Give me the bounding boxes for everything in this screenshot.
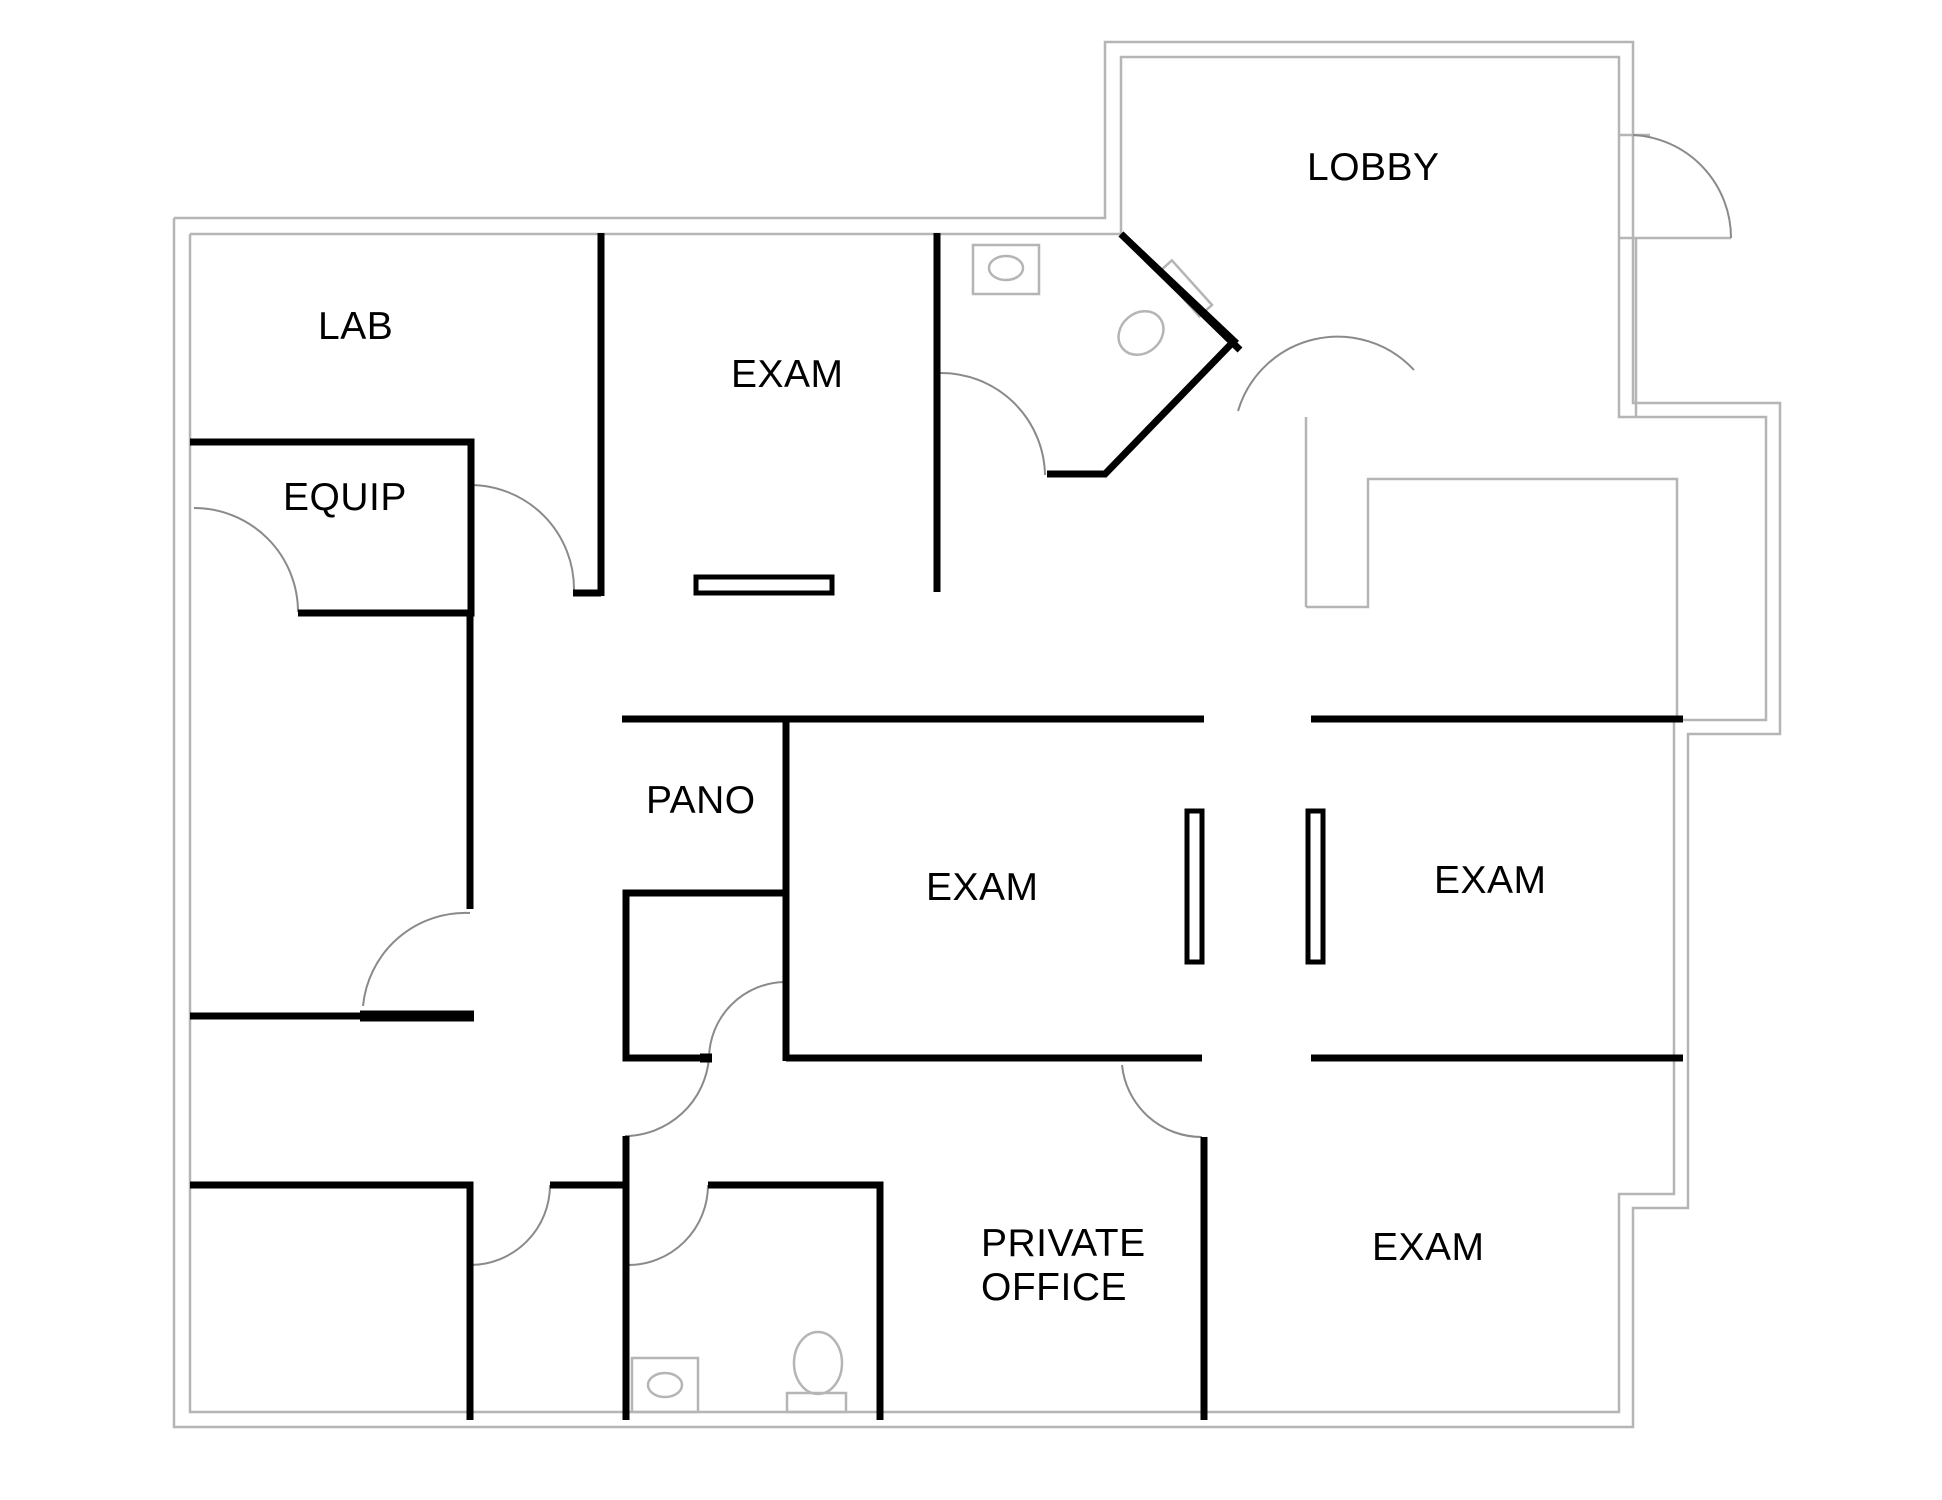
- toilet-tank-bottom: [785, 1391, 848, 1414]
- room-label-exam-center: EXAM: [926, 866, 1039, 909]
- door-swing-pano-closet: [708, 981, 786, 1059]
- door-swing-private-office: [1121, 1064, 1203, 1139]
- wall-restroom-bottom: [708, 1181, 884, 1420]
- exterior-inner-wall: [188, 55, 1768, 1414]
- room-label-private-office-line1: PRIVATE: [981, 1222, 1146, 1265]
- door-swing-corridor-lower: [624, 1057, 710, 1137]
- room-label-pano: PANO: [646, 779, 756, 822]
- door-swing-bottom-left: [469, 1184, 551, 1266]
- cabinet-right-exam: [1305, 808, 1326, 965]
- door-swing-lobby-exit: [1632, 134, 1733, 239]
- wall-equip: [190, 438, 475, 617]
- wall-restroom-angled-end: [1118, 231, 1243, 353]
- cabinet-top-exam: [693, 574, 835, 596]
- door-swing-restroom: [626, 1184, 709, 1267]
- door-swing-exam-top: [939, 371, 1046, 476]
- sink-bottom: [630, 1356, 700, 1414]
- reception-counter-inner: [1306, 477, 1679, 720]
- toilet-bowl-bottom: [792, 1330, 844, 1396]
- exterior-outer-wall: [172, 40, 1782, 1429]
- door-swing-lobby: [1237, 335, 1415, 412]
- sink-top: [971, 243, 1041, 296]
- room-label-lab: LAB: [318, 305, 394, 348]
- room-label-equip: EQUIP: [283, 476, 407, 519]
- door-swing-lab: [469, 484, 576, 591]
- door-swings: [193, 134, 1733, 1267]
- room-label-exam-right: EXAM: [1434, 859, 1547, 902]
- room-label-private-office-line2: OFFICE: [981, 1265, 1127, 1309]
- sink-basin-top: [987, 254, 1025, 282]
- room-label-lobby: LOBBY: [1307, 146, 1440, 189]
- cabinet-center-exam: [1184, 808, 1205, 965]
- room-label-private-office: PRIVATE OFFICE: [981, 1222, 1146, 1309]
- door-swing-left-room: [362, 911, 471, 1007]
- room-label-exam-bottom-right: EXAM: [1372, 1226, 1485, 1269]
- toilet-bowl-top: [1117, 310, 1165, 356]
- wall-pano-closet: [622, 889, 786, 1062]
- wall-bottom-left-room: [190, 1181, 474, 1420]
- room-label-exam-top: EXAM: [731, 353, 844, 396]
- door-swing-equip: [193, 507, 299, 613]
- cabinets: [693, 574, 1326, 965]
- interior-walls: [190, 231, 1683, 1420]
- sink-basin-bottom: [646, 1371, 684, 1399]
- exterior-outline: [172, 40, 1782, 1429]
